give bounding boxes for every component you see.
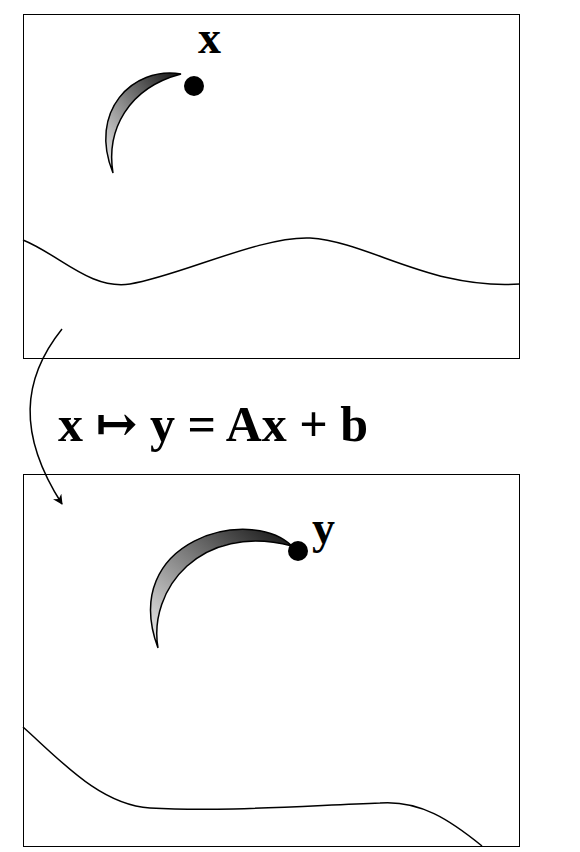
horizon-curve	[23, 727, 482, 846]
crescent-shape	[106, 73, 181, 173]
horizon-curve	[23, 238, 520, 285]
point-dot	[184, 76, 204, 96]
mapping-formula: x ↦ y = Ax + b	[56, 399, 370, 449]
point-dot	[288, 541, 308, 561]
point-label: y	[312, 505, 335, 551]
image-frame: y	[23, 474, 520, 847]
crescent-shape	[151, 529, 292, 648]
image-frame: x	[23, 14, 520, 359]
point-label: x	[198, 15, 221, 61]
